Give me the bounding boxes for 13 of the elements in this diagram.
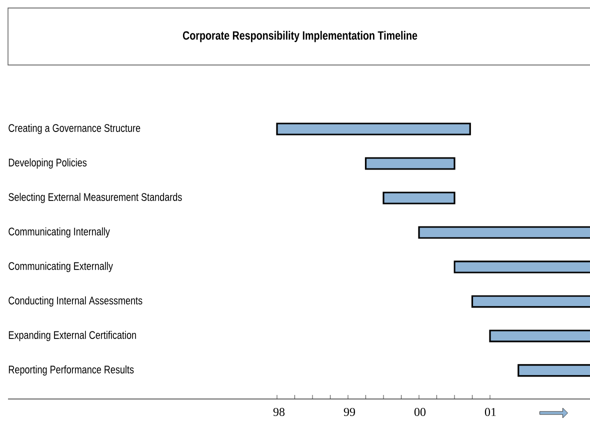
year-label: 98: [273, 408, 285, 416]
year-label: 01: [484, 408, 496, 416]
task-label: Creating a Governance Structure: [8, 124, 140, 134]
task-label: Communicating Externally: [8, 262, 113, 272]
year-label: 00: [414, 408, 426, 416]
task-label: Communicating Internally: [8, 227, 110, 238]
task-label: Expanding External Certification: [8, 330, 136, 342]
year-label: 99: [344, 408, 355, 416]
task-label: Reporting Performance Results: [8, 365, 134, 376]
task-label: Developing Policies: [8, 158, 87, 169]
task-label: Selecting External Measurement Standards: [8, 192, 182, 204]
title-box: Corporate Responsibility Implementation Timeline: [8, 8, 590, 66]
task-label: Conducting Internal Assessments: [8, 296, 142, 307]
